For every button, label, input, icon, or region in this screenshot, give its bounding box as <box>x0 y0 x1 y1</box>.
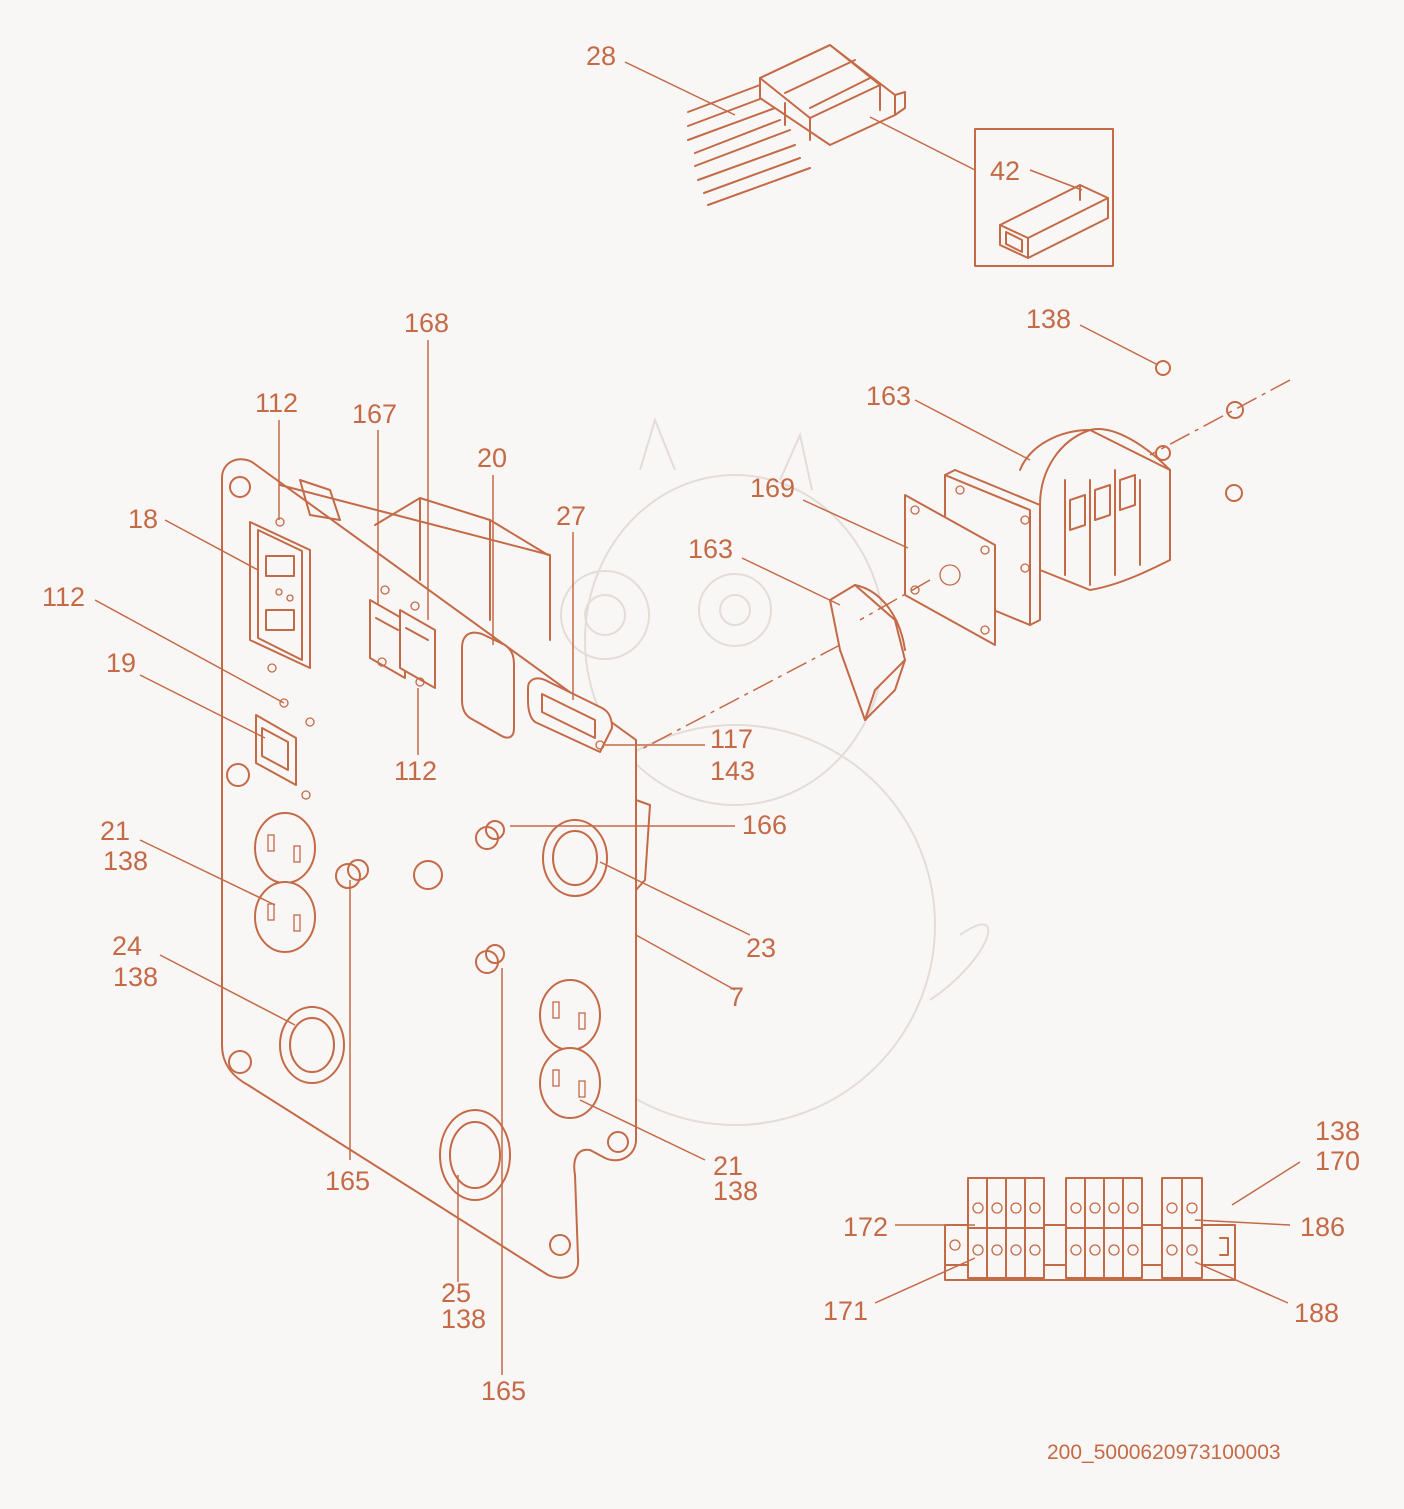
callout-138: 138 <box>441 1304 486 1334</box>
callout-28: 28 <box>586 41 616 71</box>
callout-169: 169 <box>750 473 795 503</box>
twist-lock-25 <box>439 1109 511 1201</box>
hour-meter-27 <box>527 677 613 753</box>
callout-138: 138 <box>1315 1116 1360 1146</box>
callout-163: 163 <box>688 534 733 564</box>
callout-168: 168 <box>404 308 449 338</box>
callout-20: 20 <box>477 443 507 473</box>
callout-25: 25 <box>441 1278 471 1308</box>
callout-165: 165 <box>481 1376 526 1406</box>
callout-171: 171 <box>823 1296 868 1326</box>
callout-138: 138 <box>713 1176 758 1206</box>
twist-lock-24 <box>279 1006 345 1084</box>
callout-19: 19 <box>106 648 136 678</box>
callout-21: 21 <box>100 816 130 846</box>
callout-138: 138 <box>1026 304 1071 334</box>
callout-138: 138 <box>113 962 158 992</box>
document-id: 200_5000620973100003 <box>1047 1441 1281 1464</box>
callout-21: 21 <box>713 1151 743 1181</box>
leader-lines <box>94 61 1301 1375</box>
mounting-plate-169 <box>904 494 996 646</box>
callout-188: 188 <box>1294 1298 1339 1328</box>
callout-165: 165 <box>325 1166 370 1196</box>
fuse-holders-165-166 <box>335 820 505 974</box>
callout-18: 18 <box>128 504 158 534</box>
callout-186: 186 <box>1300 1212 1345 1242</box>
callout-112: 112 <box>42 582 85 612</box>
terminal-blocks <box>944 1177 1236 1281</box>
rotary-knob-163 <box>829 584 906 721</box>
nuts-138 <box>1155 360 1244 502</box>
callout-23: 23 <box>746 933 776 963</box>
callout-112: 112 <box>394 756 437 786</box>
callout-112: 112 <box>255 388 298 418</box>
callout-143: 143 <box>710 756 755 786</box>
callout-7: 7 <box>729 982 744 1012</box>
callout-117: 117 <box>710 724 753 754</box>
twist-lock-23 <box>542 819 608 897</box>
receptacles-21-left <box>254 812 316 953</box>
callout-166: 166 <box>742 810 787 840</box>
wire-connector-28 <box>687 44 906 206</box>
callout-42: 42 <box>990 156 1020 186</box>
callout-138: 138 <box>103 846 148 876</box>
toggle-switch-19 <box>255 698 315 800</box>
callout-170: 170 <box>1315 1146 1360 1176</box>
circuit-breakers-167-168 <box>369 585 436 689</box>
callout-24: 24 <box>112 931 142 961</box>
terminal-inset-42 <box>974 128 1114 267</box>
receptacles-21-right <box>539 979 601 1119</box>
callout-163: 163 <box>866 381 911 411</box>
callout-27: 27 <box>556 501 586 531</box>
gfci-outlet-18 <box>249 517 311 673</box>
cover-20 <box>461 631 515 739</box>
callout-167: 167 <box>352 399 397 429</box>
callout-172: 172 <box>843 1212 888 1242</box>
